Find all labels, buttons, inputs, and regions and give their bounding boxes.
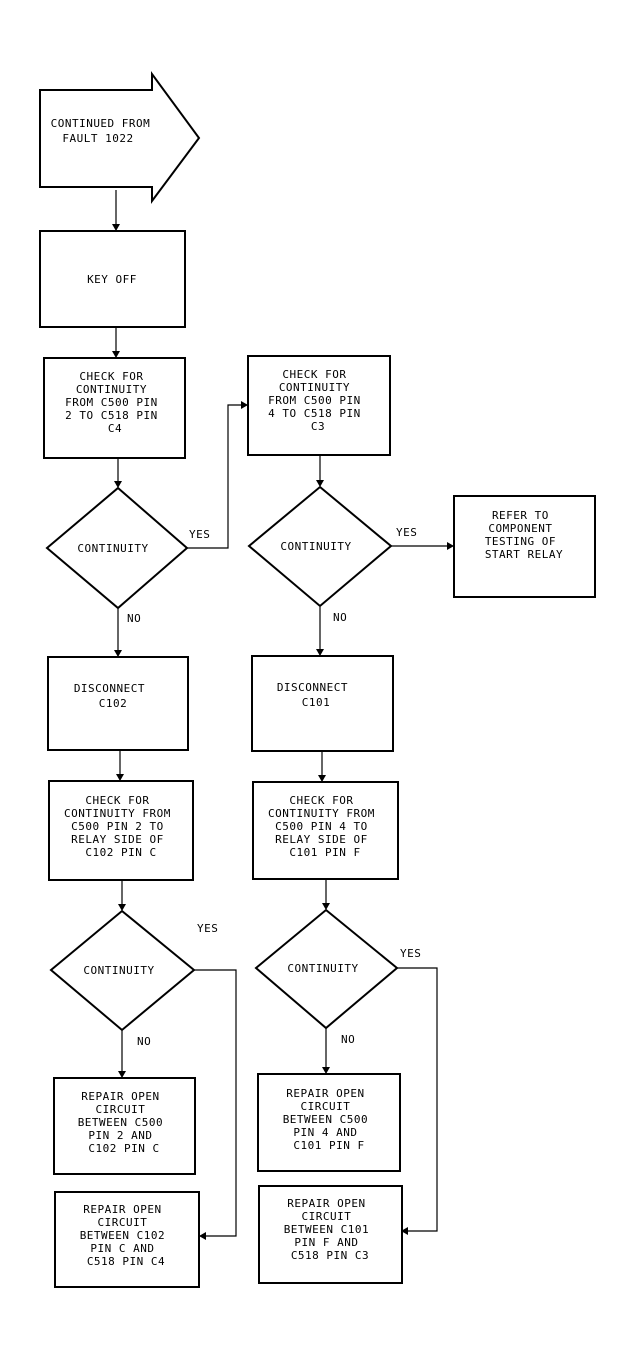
arrowhead xyxy=(116,774,124,781)
svg-text:CHECK FOR CONTINUITY FRO: CHECK FOR CONTINUITY FROM C500 PIN 4 TO … xyxy=(268,794,382,859)
no-label: NO xyxy=(137,1035,151,1048)
no-label: NO xyxy=(341,1033,355,1046)
arrowhead xyxy=(316,649,324,656)
start-arrow-block: CONTINUED FROM FAULT 1022 xyxy=(39,70,201,205)
arrowhead xyxy=(316,480,324,487)
svg-text:REFER TO COMPONENT: REFER TO COMPONENT TESTING OF START RELA… xyxy=(485,509,563,561)
svg-text:CONTINUITY: CONTINUITY xyxy=(77,542,148,555)
check-continuity-box-right-1: CHECK FOR CONTINUITY FROM C500 PIN 4 TO … xyxy=(247,355,391,456)
svg-text:CONTINUITY: CONTINUITY xyxy=(83,964,154,977)
svg-text:CONTINUITY: CONTINUITY xyxy=(287,962,358,975)
key-off-box: KEY OFF xyxy=(39,230,186,328)
svg-text:REPAIR OPEN CIRCUIT: REPAIR OPEN CIRCUIT BETWEEN C500 PIN 2 A… xyxy=(78,1090,171,1155)
svg-text:CHECK FOR CONTINUITY: CHECK FOR CONTINUITY FROM C500 PIN 2 TO … xyxy=(65,370,165,435)
check-continuity-box-left-2: CHECK FOR CONTINUITY FROM C500 PIN 2 TO … xyxy=(48,780,194,881)
arrowhead xyxy=(241,401,248,409)
connector-decision-yes-to-right-check xyxy=(187,404,247,549)
arrowhead xyxy=(322,903,330,910)
continuity-decision-left-2: CONTINUITY xyxy=(49,909,196,1032)
check-continuity-box-right-2: CHECK FOR CONTINUITY FROM C500 PIN 4 TO … xyxy=(252,781,399,880)
no-label: NO xyxy=(127,612,141,625)
svg-text:CHECK FOR CONTINUITY: CHECK FOR CONTINUITY FROM C500 PIN 4 TO … xyxy=(268,368,368,433)
repair-open-circuit-box-left-2: REPAIR OPEN CIRCUIT BETWEEN C102 PIN C A… xyxy=(54,1191,200,1288)
continuity-decision-right-1: CONTINUITY xyxy=(247,485,393,608)
arrowhead xyxy=(322,1067,330,1074)
svg-text:REPAIR OPEN CIRCUIT: REPAIR OPEN CIRCUIT BETWEEN C500 PIN 4 A… xyxy=(283,1087,376,1152)
arrowhead xyxy=(318,775,326,782)
repair-open-circuit-box-right-2: REPAIR OPEN CIRCUIT BETWEEN C101 PIN F A… xyxy=(258,1185,403,1284)
start-text: CONTINUED FROM FAULT 1022 xyxy=(51,117,158,145)
arrowhead xyxy=(447,542,454,550)
arrowhead xyxy=(114,650,122,657)
svg-text:REPAIR OPEN CIRCUIT: REPAIR OPEN CIRCUIT BETWEEN C101 PIN F A… xyxy=(284,1197,377,1262)
svg-text:KEY OFF: KEY OFF xyxy=(87,273,137,286)
continuity-decision-left-1: CONTINUITY xyxy=(45,486,189,610)
svg-text:DISCONNECT C101: DISCONNECT C101 xyxy=(277,681,355,709)
svg-text:REPAIR OPEN CIRCUIT: REPAIR OPEN CIRCUIT BETWEEN C102 PIN C A… xyxy=(80,1203,173,1268)
yes-label: YES xyxy=(197,922,218,935)
svg-text:DISCONNECT C102: DISCONNECT C102 xyxy=(74,682,152,710)
arrowhead xyxy=(199,1232,206,1240)
connector-decision2-yes-to-repair2 xyxy=(194,969,237,1237)
arrowhead xyxy=(114,481,122,488)
no-label: NO xyxy=(333,611,347,624)
arrowhead xyxy=(112,224,120,231)
svg-text:CHECK FOR CONTINUITY FRO: CHECK FOR CONTINUITY FROM C500 PIN 2 TO … xyxy=(64,794,178,859)
arrowhead xyxy=(118,904,126,911)
connectors xyxy=(112,190,454,1240)
repair-open-circuit-box-right-1: REPAIR OPEN CIRCUIT BETWEEN C500 PIN 4 A… xyxy=(257,1073,401,1172)
yes-label: YES xyxy=(396,526,417,539)
refer-to-component-testing-box: REFER TO COMPONENT TESTING OF START RELA… xyxy=(453,495,596,598)
yes-label: YES xyxy=(400,947,421,960)
connector-decision2-yes-to-repair2 xyxy=(397,967,438,1232)
edge-labels: YES NO YES NO YES NO YES NO xyxy=(127,526,421,1048)
svg-text:CONTINUITY: CONTINUITY xyxy=(280,540,351,553)
arrowhead xyxy=(118,1071,126,1078)
arrowhead xyxy=(401,1227,408,1235)
check-continuity-box-left-1: CHECK FOR CONTINUITY FROM C500 PIN 2 TO … xyxy=(43,357,186,459)
disconnect-c102-box: DISCONNECT C102 xyxy=(47,656,189,751)
repair-open-circuit-box-left-1: REPAIR OPEN CIRCUIT BETWEEN C500 PIN 2 A… xyxy=(53,1077,196,1175)
arrowhead xyxy=(112,351,120,358)
disconnect-c101-box: DISCONNECT C101 xyxy=(251,655,394,752)
continuity-decision-right-2: CONTINUITY xyxy=(254,908,399,1030)
yes-label: YES xyxy=(189,528,210,541)
